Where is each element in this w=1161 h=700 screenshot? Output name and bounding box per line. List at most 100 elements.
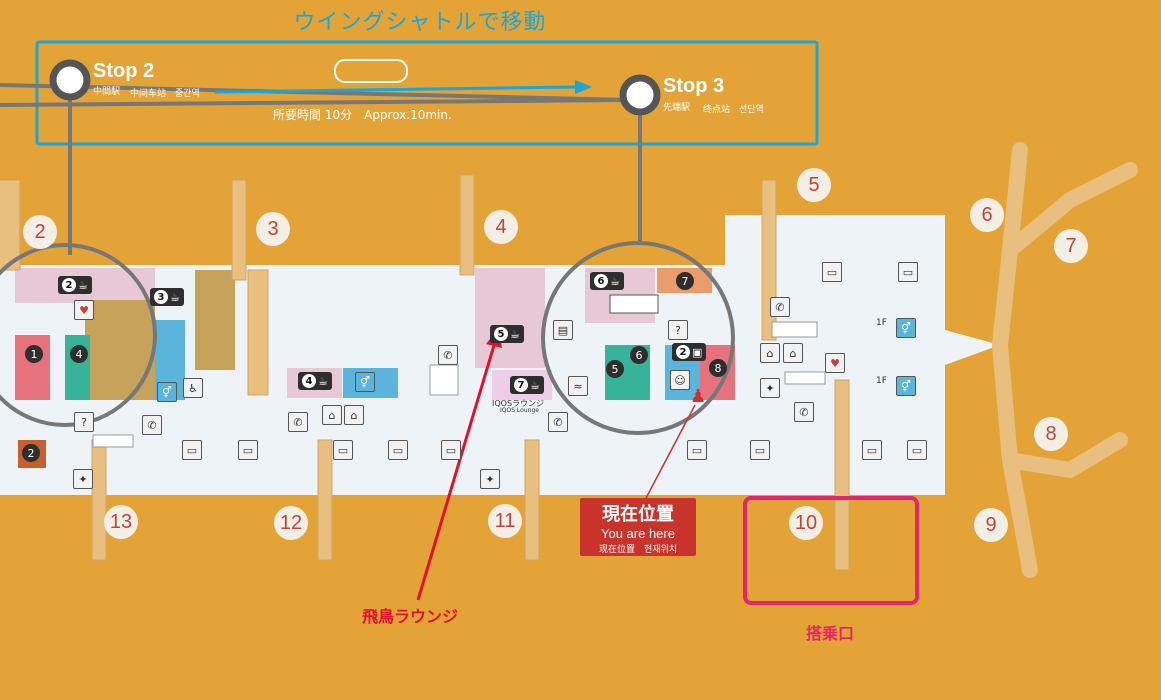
lounge-badge-3: 3☕ <box>150 288 184 306</box>
kids-play-icon: ✦ <box>480 469 500 489</box>
lounge-badge-6: 6☕ <box>590 272 624 290</box>
monitor-icon: ▭ <box>388 440 408 460</box>
gate-4: 4 <box>484 210 518 244</box>
piers <box>0 174 850 571</box>
smoking-icon: ≈ <box>568 376 588 396</box>
gate-11: 11 <box>488 504 522 538</box>
phone-icon: ✆ <box>548 412 568 432</box>
stop-3-jp: 先端駅 <box>663 103 691 113</box>
aed-heart-icon: ♥ <box>74 300 94 320</box>
stop-2-label: Stop 2 <box>93 60 155 82</box>
shuttle-box <box>35 40 819 146</box>
monitor-icon: ▭ <box>907 440 927 460</box>
monitor-icon: ▭ <box>898 262 918 282</box>
shop-5: 5 <box>606 360 624 378</box>
gate-12: 12 <box>274 506 308 540</box>
gate-3: 3 <box>256 212 290 246</box>
stop-2-jp: 中間駅 <box>93 87 121 97</box>
cup-icon: ☕ <box>78 278 88 292</box>
shop-2: 2 <box>22 444 40 462</box>
shop-4: 4 <box>70 345 88 363</box>
gate-5: 5 <box>797 168 831 202</box>
stop-3-marker <box>619 74 661 116</box>
restroom-icon: ⚥ <box>355 372 375 392</box>
lounge-badge-5: 5☕ <box>490 325 524 343</box>
aed-heart-icon: ♥ <box>825 353 845 373</box>
cup-icon: ☕ <box>170 290 180 304</box>
current-location-sign: 現在位置 You are here 现在位置 현재위치 <box>580 498 696 556</box>
shop-badge-2: 2▣ <box>672 343 707 361</box>
floor-1f-lower: 1F <box>876 376 887 386</box>
shop-7: 7 <box>676 272 694 290</box>
stop-2-marker <box>49 59 91 101</box>
gate-9: 9 <box>974 508 1008 542</box>
lounge-pointer <box>416 341 497 601</box>
iqos-label: IQOSラウンジ <box>492 399 545 408</box>
lounge-annotation: 飛鳥ラウンジ <box>362 607 459 626</box>
current-location-en: You are here <box>601 526 675 541</box>
monitor-icon: ▭ <box>862 440 882 460</box>
water-fountain-icon: ⌂ <box>783 343 803 363</box>
lounge-badge-7: 7☕ <box>510 376 544 394</box>
gate-10: 10 <box>789 506 823 540</box>
phone-icon: ✆ <box>794 402 814 422</box>
gate-13: 13 <box>104 505 138 539</box>
cup-icon: ☕ <box>318 374 328 388</box>
monitor-icon: ▭ <box>238 440 258 460</box>
stop-3-area <box>541 241 735 435</box>
zone-pink-lounge <box>475 268 545 368</box>
kids-play-icon: ✦ <box>760 378 780 398</box>
iqos-label-en: IQOS Lounge <box>500 407 539 414</box>
lounge-badge-4: 4☕ <box>298 372 332 390</box>
cup-icon: ☕ <box>610 274 620 288</box>
stop-2-area <box>0 243 157 427</box>
zone-olive-3 <box>195 270 235 370</box>
phone-icon: ✆ <box>142 415 162 435</box>
cup-icon: ☕ <box>510 327 520 341</box>
water-fountain-icon: ⌂ <box>760 343 780 363</box>
person-marker-icon: ♟ <box>690 386 707 407</box>
cup-icon: ☕ <box>530 378 540 392</box>
lounge-badge-2: 2☕ <box>58 276 92 294</box>
gate-10-highlight <box>743 496 919 605</box>
bag-icon: ▣ <box>692 345 703 359</box>
header-title: ウイングシャトルで移動 <box>293 10 547 35</box>
stop-3-sub: 终点站 선단역 <box>703 105 764 115</box>
shuttle-duration: 所要時間 10分 Approx.10min. <box>273 108 452 122</box>
restroom-icon: ⚥ <box>896 376 916 396</box>
right-piers <box>992 142 1138 578</box>
shop-1: 1 <box>25 345 43 363</box>
shop-6: 6 <box>630 346 648 364</box>
shuttle-arrow <box>214 85 576 94</box>
restroom-icon: ⚥ <box>896 318 916 338</box>
current-location-sub: 现在位置 현재위치 <box>598 545 678 555</box>
info-icon: ? <box>74 412 94 432</box>
shop-8: 8 <box>709 359 727 377</box>
gate-8: 8 <box>1034 417 1068 451</box>
gate-annotation: 搭乗口 <box>806 624 855 643</box>
phone-icon: ✆ <box>438 345 458 365</box>
floor-1f-upper: 1F <box>876 318 887 328</box>
restroom-icon: ⚥ <box>157 382 177 402</box>
monitor-icon: ▭ <box>441 440 461 460</box>
monitor-icon: ▭ <box>182 440 202 460</box>
water-fountain-icon: ⌂ <box>344 405 364 425</box>
gate-6: 6 <box>970 198 1004 232</box>
elevator-icon: ▤ <box>553 320 573 340</box>
zone-olive-left <box>85 300 155 400</box>
gate-7: 7 <box>1054 229 1088 263</box>
phone-icon: ✆ <box>770 297 790 317</box>
kids-play-icon: ✦ <box>73 469 93 489</box>
gate-2: 2 <box>23 215 57 249</box>
wheelchair-icon: ♿ <box>183 378 203 398</box>
monitor-icon: ▭ <box>333 440 353 460</box>
stop-3-label: Stop 3 <box>663 75 725 97</box>
current-location-jp: 現在位置 <box>602 504 674 525</box>
monitor-icon: ▭ <box>687 440 707 460</box>
monitor-icon: ▭ <box>750 440 770 460</box>
monitor-icon: ▭ <box>822 262 842 282</box>
stop-2-sub: 中间车站 중간역 <box>130 89 200 99</box>
phone-icon: ✆ <box>288 412 308 432</box>
